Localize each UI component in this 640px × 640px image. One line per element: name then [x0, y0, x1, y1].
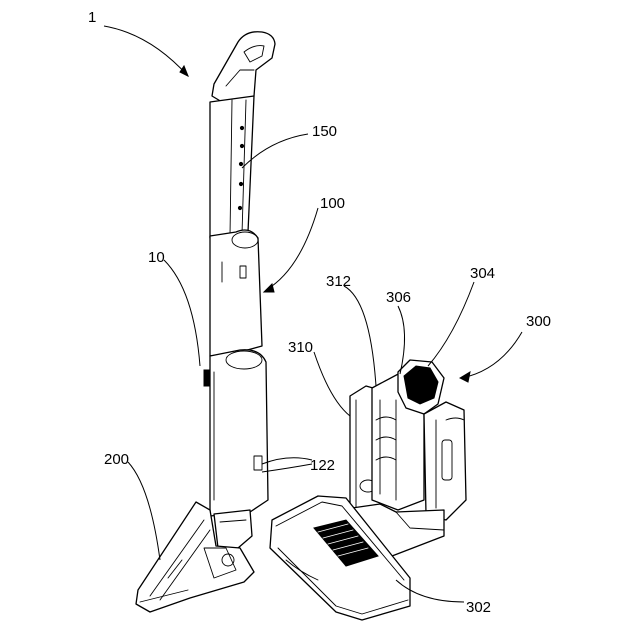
main-body-upper — [210, 230, 262, 356]
ref-label-200: 200 — [104, 451, 129, 468]
ref-label-300: 300 — [526, 313, 551, 330]
ref-label-10: 10 — [148, 249, 165, 266]
right-upright — [424, 402, 466, 520]
ref-label-122: 122 — [310, 457, 335, 474]
main-body-lower — [210, 350, 268, 516]
ref-label-312: 312 — [326, 273, 351, 290]
neck-joint — [214, 510, 252, 548]
handle — [212, 32, 275, 102]
docking-station — [270, 360, 466, 620]
ref-label-302: 302 — [466, 599, 491, 616]
ref-label-310: 310 — [288, 339, 313, 356]
ref-label-100: 100 — [320, 195, 345, 212]
ref-label-1: 1 — [88, 9, 96, 26]
ref-label-150: 150 — [312, 123, 337, 140]
ref-label-304: 304 — [470, 265, 495, 282]
ref-label-306: 306 — [386, 289, 411, 306]
stick-vacuum — [136, 32, 275, 612]
